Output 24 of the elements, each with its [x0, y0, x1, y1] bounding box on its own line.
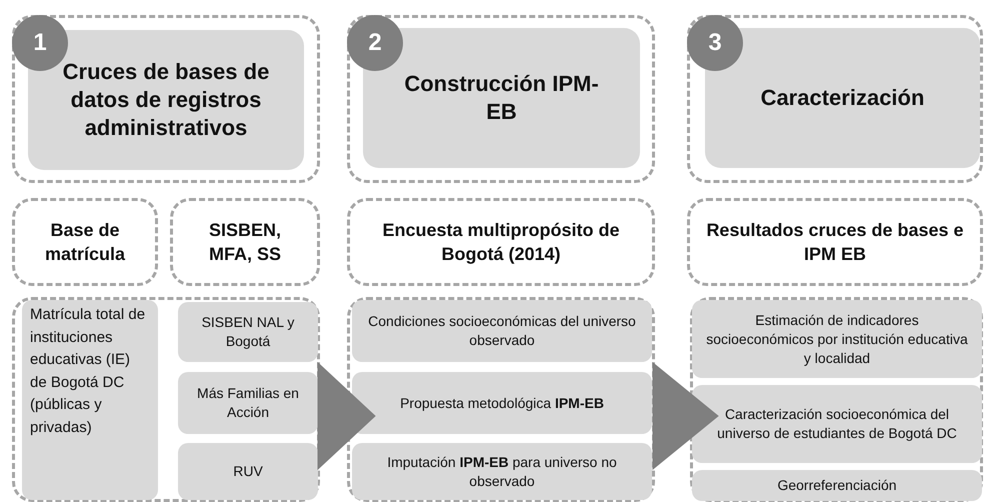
group-frame	[347, 297, 655, 502]
step-number-badge: 3	[687, 15, 743, 71]
group-frame	[347, 15, 655, 183]
group-frame	[12, 15, 320, 183]
group-frame	[687, 15, 983, 183]
process-box: Georreferenciación	[692, 470, 982, 501]
group-frame: Base de matrícula	[12, 198, 158, 286]
group-frame: Resultados cruces de bases e IPM EB	[687, 198, 983, 286]
step-number-badge: 2	[347, 15, 403, 71]
chevron-arrow	[652, 362, 719, 470]
process-box: Matrícula total de instituciones educativas (IE) de Bogotá DC (públicas y privadas)	[22, 300, 158, 500]
group-frame: SISBEN, MFA, SS	[170, 198, 320, 286]
process-box: Condiciones socioeconómicas del universo observado	[352, 300, 652, 362]
process-box: Estimación de indicadores socioeconómicos por institución educativa y localidad	[692, 300, 982, 378]
process-box: Propuesta metodológica IPM-EB	[352, 372, 652, 434]
process-box: Imputación IPM-EB para universo no observado	[352, 443, 652, 500]
chevron-arrow	[318, 362, 376, 470]
group-frame	[12, 297, 320, 502]
process-box: RUV	[178, 443, 318, 500]
group-frame: Encuesta multipropósito de Bogotá (2014)	[347, 198, 655, 286]
process-box: SISBEN NAL y Bogotá	[178, 302, 318, 362]
group-frame	[690, 297, 983, 502]
process-box: Más Familias en Acción	[178, 372, 318, 434]
process-box: Caracterización socioeconómica del universo de estudiantes de Bogotá DC	[692, 385, 982, 463]
